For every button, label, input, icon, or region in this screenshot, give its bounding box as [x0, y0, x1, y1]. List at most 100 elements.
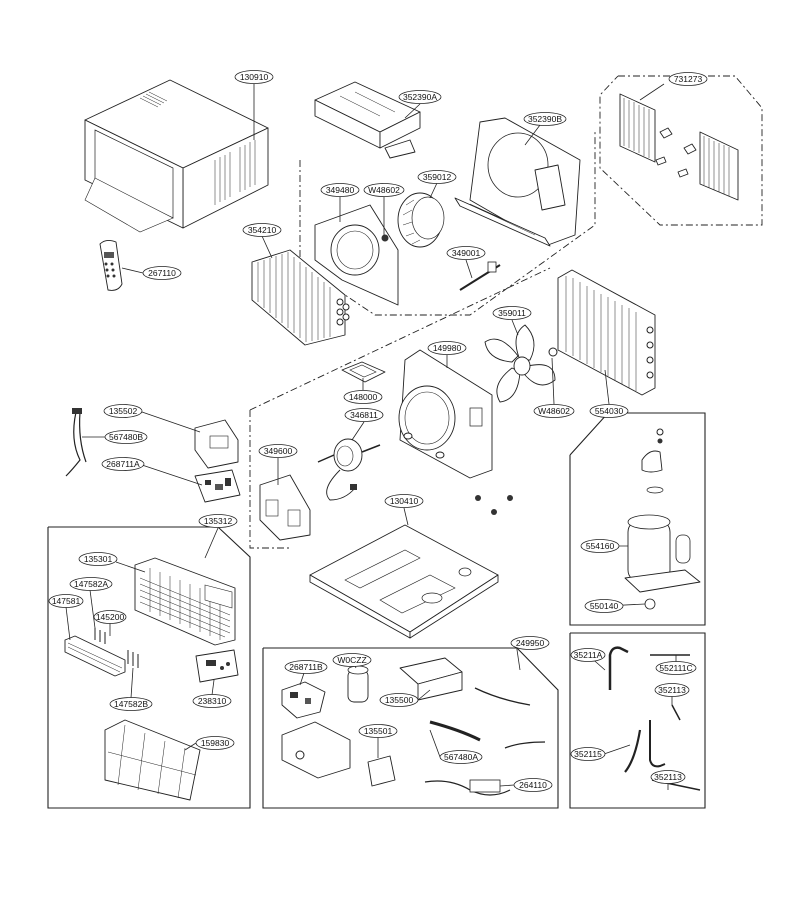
- label-352113-upper: 352113: [654, 683, 690, 697]
- mount-plate: [341, 361, 386, 383]
- frame-compressor-box: [569, 412, 706, 626]
- cable-tie: [459, 261, 501, 291]
- label-731273: 731273: [668, 72, 708, 86]
- svg-text:554030: 554030: [595, 406, 624, 416]
- label-354210: 354210: [242, 223, 282, 237]
- label-135312: 135312: [198, 514, 238, 528]
- label-349480: 349480: [320, 183, 360, 197]
- svg-text:149980: 149980: [433, 343, 462, 353]
- svg-text:267110: 267110: [148, 268, 176, 278]
- group-frames: [47, 75, 763, 809]
- label-349001: 349001: [446, 246, 486, 260]
- leader-lines: [65, 83, 677, 790]
- side-curtain-panels: [619, 93, 739, 201]
- label-352113-lower: 352113: [650, 770, 686, 784]
- svg-text:268711B: 268711B: [289, 662, 323, 672]
- air-filter: [104, 719, 201, 801]
- svg-text:352113: 352113: [654, 772, 682, 782]
- frame-lower-diagonal: [249, 267, 551, 411]
- label-147582a: 147582A: [69, 577, 113, 591]
- compressor: [624, 428, 701, 610]
- control-box: [194, 419, 239, 469]
- base-pan: [309, 495, 513, 639]
- svg-text:135501: 135501: [364, 726, 393, 736]
- svg-text:349480: 349480: [326, 185, 355, 195]
- rear-partition: [454, 117, 581, 247]
- label-352115: 352115: [570, 747, 606, 761]
- svg-text:550140: 550140: [590, 601, 619, 611]
- label-159830: 159830: [195, 736, 235, 750]
- blower-wheel: [381, 192, 445, 248]
- label-268711b: 268711B: [284, 660, 328, 674]
- label-249950: 249950: [510, 636, 550, 650]
- svg-text:552111C: 552111C: [659, 663, 692, 673]
- evaporator-coil: [251, 249, 350, 346]
- svg-text:731273: 731273: [674, 74, 703, 84]
- label-147582b: 147582B: [109, 697, 153, 711]
- svg-text:147582A: 147582A: [74, 579, 108, 589]
- frame-electrical-box: [262, 647, 559, 809]
- svg-text:352390B: 352390B: [528, 114, 562, 124]
- svg-text:264110: 264110: [519, 780, 547, 790]
- label-554030: 554030: [589, 404, 629, 418]
- frame-upper-air-assembly: [299, 130, 596, 316]
- label-264110: 264110: [513, 778, 553, 792]
- condenser-coil: [557, 269, 656, 396]
- svg-text:135312: 135312: [204, 516, 233, 526]
- axial-fan: [484, 324, 558, 403]
- orifice-plate: [314, 204, 399, 306]
- svg-text:352390A: 352390A: [403, 92, 437, 102]
- svg-text:147581: 147581: [52, 596, 81, 606]
- louver-assembly: [64, 628, 139, 677]
- frame-pipes-box: [569, 632, 706, 809]
- label-550140: 550140: [584, 599, 624, 613]
- svg-text:352113: 352113: [658, 685, 686, 695]
- label-567480a: 567480A: [439, 750, 483, 764]
- label-359012: 359012: [417, 170, 457, 184]
- svg-text:135500: 135500: [385, 695, 414, 705]
- label-238310: 238310: [192, 694, 232, 708]
- svg-text:349600: 349600: [264, 446, 293, 456]
- svg-text:346811: 346811: [350, 410, 378, 420]
- svg-text:W48602: W48602: [368, 185, 400, 195]
- svg-text:238310: 238310: [198, 696, 227, 706]
- label-130410: 130410: [384, 494, 424, 508]
- svg-text:159830: 159830: [201, 738, 230, 748]
- front-grille: [134, 557, 236, 646]
- label-135500: 135500: [379, 693, 419, 707]
- motor-bracket: [259, 474, 311, 541]
- svg-text:35211A: 35211A: [574, 650, 603, 660]
- frame-front-grille-box: [47, 526, 251, 809]
- label-145200: 145200: [93, 610, 127, 624]
- svg-text:359011: 359011: [498, 308, 526, 318]
- svg-text:135301: 135301: [84, 554, 113, 564]
- control-panel: [195, 649, 239, 683]
- air-guide-duct: [314, 81, 421, 159]
- svg-text:554160: 554160: [586, 541, 615, 551]
- label-267110: 267110: [142, 266, 182, 280]
- svg-text:354210: 354210: [248, 225, 277, 235]
- label-346811: 346811: [344, 408, 384, 422]
- svg-text:W0CZZ: W0CZZ: [337, 655, 366, 665]
- label-567480b: 567480B: [104, 430, 148, 444]
- label-35211a: 35211A: [570, 648, 606, 662]
- svg-text:268711A: 268711A: [106, 459, 140, 469]
- label-554160: 554160: [580, 539, 620, 553]
- label-268711a: 268711A: [101, 457, 145, 471]
- label-352390b: 352390B: [523, 112, 567, 126]
- svg-text:130410: 130410: [390, 496, 419, 506]
- label-359011: 359011: [492, 306, 532, 320]
- frame-lower-assembly: [249, 410, 290, 549]
- svg-text:148000: 148000: [349, 392, 378, 402]
- svg-text:349001: 349001: [452, 248, 481, 258]
- label-352390a: 352390A: [398, 90, 442, 104]
- label-349600: 349600: [258, 444, 298, 458]
- fan-motor: [317, 438, 381, 501]
- svg-text:249950: 249950: [516, 638, 545, 648]
- remote-control: [99, 239, 123, 291]
- label-w48602-lower: W48602: [533, 404, 575, 418]
- label-w0czz: W0CZZ: [332, 653, 372, 667]
- label-552111c: 552111C: [655, 661, 697, 675]
- wire-harness-b: [65, 408, 87, 477]
